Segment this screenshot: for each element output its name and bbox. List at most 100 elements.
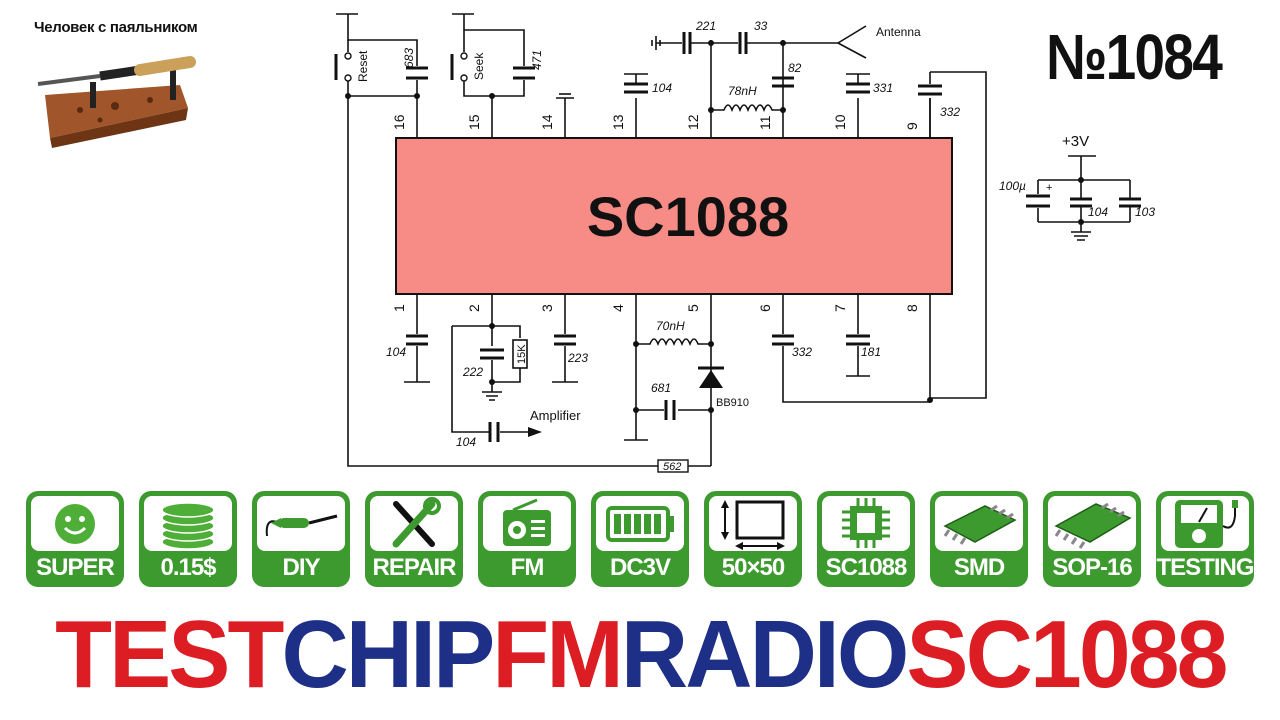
c331-label: 331 (873, 81, 893, 95)
c82-label: 82 (788, 61, 802, 75)
c104-amp-label: 104 (456, 435, 476, 449)
radio-icon (503, 498, 551, 546)
pin-12: 12 (685, 114, 701, 130)
smiley-icon (55, 504, 95, 544)
seek-label: Seek (472, 52, 486, 80)
coin-stack-icon (161, 502, 215, 550)
badge-fm: FM (478, 491, 576, 587)
pin14-ground (556, 93, 574, 99)
c181-label: 181 (861, 345, 881, 359)
tools-icon (392, 497, 441, 548)
pin9-loop: 332 (918, 71, 987, 399)
badge-diy-label: DIY (282, 554, 320, 581)
c332-9-label: 332 (940, 105, 960, 119)
pin-3: 3 (539, 304, 555, 312)
pin-13: 13 (610, 114, 626, 130)
pin13-capacitor: 104 (624, 73, 672, 95)
pin-2: 2 (466, 304, 482, 312)
multimeter-icon (1175, 500, 1238, 548)
badge-testing: TESTING (1156, 491, 1254, 587)
c-bulk-label: 100µ (999, 179, 1026, 193)
badge-sop16-label: SOP-16 (1052, 554, 1132, 581)
c223-label: 223 (567, 351, 588, 365)
supply-decoupling: +3V + 100µ 104 103 (999, 133, 1155, 241)
c104-1-label: 104 (386, 345, 406, 359)
channel-name: Человек с паяльником (34, 19, 198, 36)
badge-size-label: 50×50 (721, 554, 785, 581)
smd-chip-icon (943, 504, 1017, 545)
amplifier-label: Amplifier (530, 408, 581, 423)
pin10-capacitor: 331 (846, 73, 893, 95)
seek-button-circuit: Seek 471 (450, 13, 544, 99)
antenna-label: Antenna (876, 25, 921, 39)
pin-16: 16 (391, 114, 407, 130)
pin-5: 5 (685, 304, 701, 312)
badge-super: SUPER (26, 491, 124, 587)
c104-13-label: 104 (652, 81, 672, 95)
sop16-chip-icon (1054, 502, 1132, 549)
reset-button-circuit: Reset 683 (334, 13, 711, 467)
l70-label: 70nH (656, 319, 685, 333)
supply-voltage: +3V (1062, 133, 1089, 150)
soldering-iron-icon (265, 514, 338, 537)
badge-sc1088: SC1088 (817, 491, 915, 587)
pin3-capacitor: 223 (552, 334, 588, 383)
pin-1: 1 (391, 304, 407, 312)
diode-label: BB910 (716, 397, 749, 409)
badge-fm-label: FM (510, 554, 545, 581)
c-right-label: 103 (1135, 205, 1155, 219)
badge-repair: REPAIR (365, 491, 463, 587)
c-mid-label: 104 (1088, 205, 1108, 219)
pin-9: 9 (904, 122, 920, 130)
video-title: TESTCHIPFMRADIOSC1088 (0, 600, 1280, 710)
r562-label: 562 (663, 461, 681, 473)
badge-sop16: SOP-16 (1043, 491, 1141, 587)
title-word-fm: FM (491, 601, 624, 708)
pin-11: 11 (757, 115, 773, 130)
c221-label: 221 (695, 19, 716, 33)
chip-name: SC1088 (587, 185, 789, 248)
issue-number: №1084 (1046, 21, 1223, 93)
c471-label: 471 (530, 50, 544, 70)
title-word-sc1088: SC1088 (906, 601, 1228, 708)
badge-repair-label: REPAIR (372, 554, 457, 581)
board-size-icon (721, 500, 785, 550)
c332-6-label: 332 (792, 345, 812, 359)
pin-15: 15 (466, 114, 482, 130)
badge-price: 0.15$ (139, 491, 237, 587)
reset-label: Reset (356, 50, 370, 82)
badge-smd: SMD (930, 491, 1028, 587)
badge-size: 50×50 (704, 491, 802, 587)
antenna-network: 221 33 Antenna 82 78nH (651, 19, 921, 113)
c222-label: 222 (462, 365, 483, 379)
pin6-pin7-network: 332 181 (772, 334, 933, 403)
oscillator-network: 70nH 681 BB910 562 (624, 319, 749, 473)
badge-smd-label: SMD (953, 554, 1005, 581)
pin-14: 14 (539, 114, 555, 130)
r15k-label: 15K (516, 344, 528, 364)
pin-6: 6 (757, 304, 773, 312)
title-word-test: TEST (54, 601, 284, 708)
chip-body (395, 137, 953, 295)
pin-8: 8 (904, 304, 920, 312)
pin-7: 7 (832, 304, 848, 312)
badge-testing-label: TESTING (1156, 554, 1254, 581)
badge-dc3v-label: DC3V (609, 554, 671, 581)
title-word-radio: RADIO (620, 601, 909, 708)
feature-badges: SUPER 0.15$ DIY REPAIR FM DC3V 50×50 SC1… (26, 491, 1258, 587)
badge-dc3v: DC3V (591, 491, 689, 587)
chip-icon (842, 498, 890, 548)
pin-10: 10 (832, 114, 848, 130)
badge-price-label: 0.15$ (160, 554, 216, 581)
pin2-network: 222 15K Amplifier 104 (451, 323, 581, 449)
c683-label: 683 (402, 48, 416, 68)
pin-numbers: 1 2 3 4 5 6 7 8 9 10 11 12 13 14 15 16 (391, 114, 920, 312)
badge-sc1088-label: SC1088 (825, 554, 908, 581)
pin1-capacitor: 104 (386, 334, 430, 383)
c-bulk-polarity: + (1046, 182, 1052, 194)
circuit-schematic: SC1088 1 2 3 4 5 6 7 8 9 10 11 12 13 14 … (334, 13, 1155, 473)
l78-label: 78nH (728, 84, 757, 98)
c33-label: 33 (754, 19, 768, 33)
soldering-iron-on-brick-logo (37, 56, 196, 148)
c681-label: 681 (651, 381, 671, 395)
